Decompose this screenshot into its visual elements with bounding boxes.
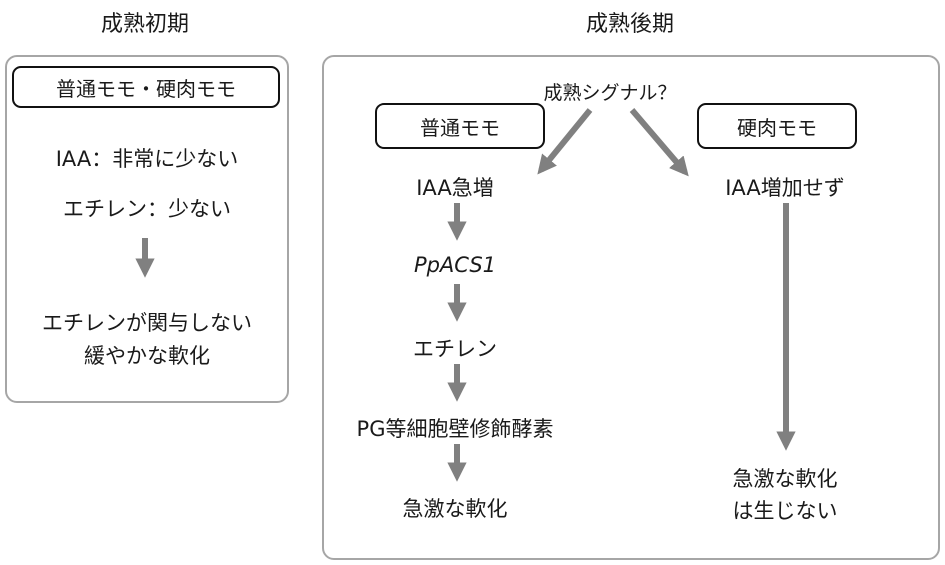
early-stage-header: 成熟初期 bbox=[100, 12, 189, 37]
arrow-signal-to-normal bbox=[537, 108, 593, 175]
firm-result-line1: 急激な軟化 bbox=[732, 467, 838, 491]
normal-peach-box: 普通モモ bbox=[375, 103, 545, 149]
early-stage-panel bbox=[5, 55, 289, 403]
arrow-signal-to-firm bbox=[629, 108, 689, 177]
normal-step-rapid-softening: 急激な軟化 bbox=[402, 497, 508, 521]
early-result-line1: エチレンが関与しない bbox=[42, 311, 252, 335]
early-result-line2: 緩やかな軟化 bbox=[84, 344, 210, 368]
normal-step-pg-enzymes: PG等細胞壁修飾酵素 bbox=[356, 417, 554, 441]
firm-step-no-iaa-increase: IAA増加せず bbox=[725, 176, 845, 200]
normal-step-ppacs1: PpACS1 bbox=[413, 253, 497, 277]
firm-peach-box: 硬肉モモ bbox=[697, 103, 857, 149]
late-stage-header: 成熟後期 bbox=[585, 12, 674, 37]
early-ethylene-level: エチレン：少ない bbox=[63, 197, 231, 221]
normal-step-ethylene: エチレン bbox=[413, 337, 497, 361]
ripening-signal-label: 成熟シグナル？ bbox=[543, 82, 677, 104]
firm-result-line2: は生じない bbox=[732, 499, 838, 523]
late-stage-panel bbox=[322, 55, 940, 560]
normal-step-iaa-surge: IAA急増 bbox=[416, 176, 494, 200]
early-variety-box: 普通モモ・硬肉モモ bbox=[12, 66, 280, 108]
early-iaa-level: IAA：非常に少ない bbox=[55, 147, 239, 171]
